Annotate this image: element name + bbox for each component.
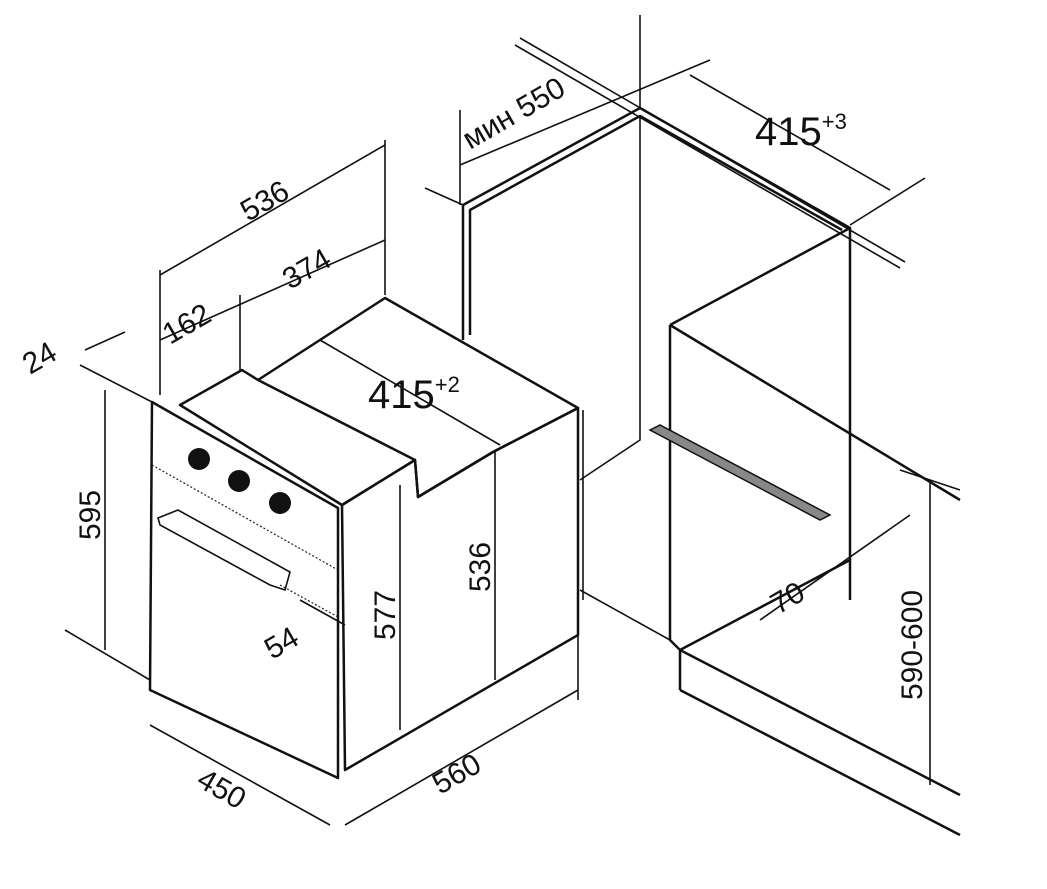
- door-handle: [157, 509, 291, 592]
- cabinet-niche: [461, 37, 961, 837]
- dim-536-top: 536: [235, 174, 295, 228]
- dim-577: 577: [369, 590, 402, 640]
- dim-min-550: мин 550: [457, 71, 571, 156]
- dim-415-body: 415+2: [368, 372, 460, 417]
- oven-side: [340, 406, 580, 772]
- dim-70: 70: [765, 576, 810, 621]
- oven-front-panel: [148, 400, 340, 780]
- knob-icon: [228, 470, 250, 492]
- dim-590-600: 590-600: [896, 590, 929, 700]
- knob-icon: [269, 492, 291, 514]
- vent-slot: [648, 424, 832, 521]
- dim-595: 595: [74, 490, 107, 540]
- dim-415-niche: 415+3: [755, 109, 847, 154]
- dim-374: 374: [277, 242, 337, 296]
- dim-24: 24: [17, 336, 62, 381]
- dim-560: 560: [427, 747, 487, 801]
- dim-450: 450: [192, 762, 252, 816]
- dimension-lines: [64, 15, 961, 826]
- oven-body: [148, 296, 580, 780]
- dim-536-side: 536: [464, 542, 497, 592]
- dim-54: 54: [259, 621, 304, 666]
- dim-162: 162: [157, 297, 217, 351]
- knob-icon: [188, 448, 210, 470]
